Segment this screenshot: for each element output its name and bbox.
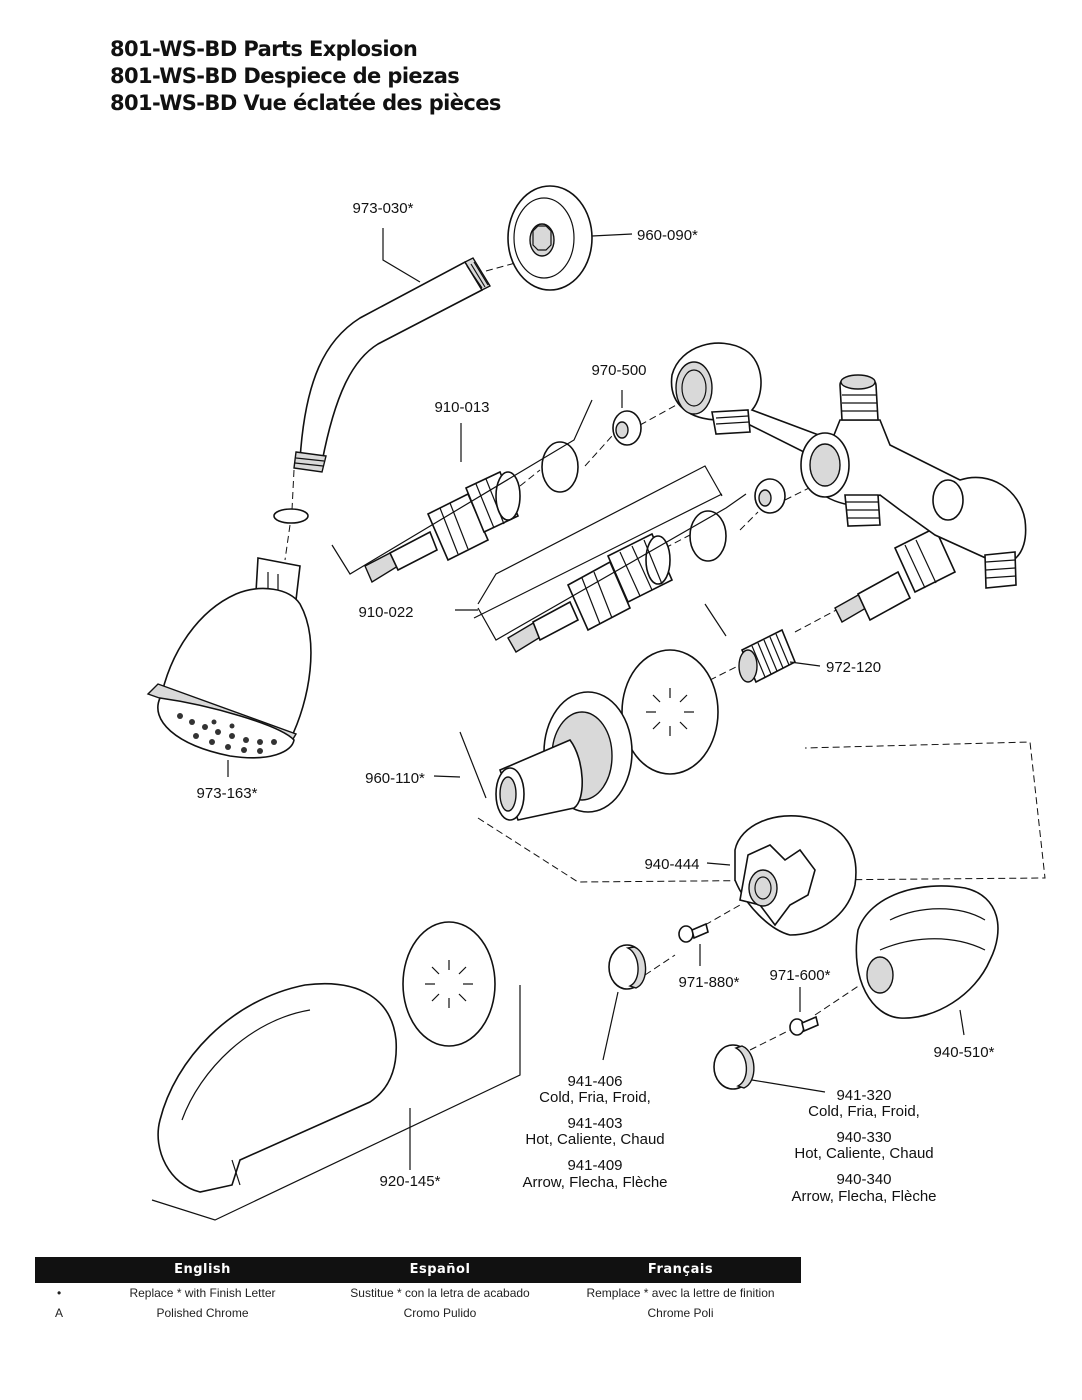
legend-header: English Español Français [35,1257,801,1283]
title-english: 801-WS-BD Parts Explosion [110,37,418,61]
legend-cell-fr: Chrome Poli [647,1306,714,1320]
legend-cell-es: Sustitue * con la letra de acabado [350,1286,530,1300]
cap-right-num-2: 940-330 [836,1129,891,1146]
cap-941-406 [608,944,647,990]
legend-header-spanish: Español [409,1262,471,1277]
valve-body [670,342,1027,589]
title-french: 801-WS-BD Vue éclatée des pièces [110,91,501,115]
shower-arm-973-030 [293,257,491,473]
cap-941-320 [713,1044,755,1090]
cap-right-num-3: 940-340 [836,1171,891,1188]
label-973-030: 973-030* [353,200,414,217]
label-910-022: 910-022 [358,604,413,621]
cap-options-left: 941-406 Cold, Fria, Froid, 941-403 Hot, … [522,1073,667,1191]
cap-left-desc-3: Arrow, Flecha, Flèche [522,1174,667,1191]
label-973-163: 973-163* [197,785,258,802]
label-940-510: 940-510* [934,1044,995,1061]
finish-legend-table: English Español Français • Replace * wit… [35,1257,801,1323]
cap-options-right: 941-320 Cold, Fria, Froid, 940-330 Hot, … [791,1087,936,1205]
legend-cell-en: Replace * with Finish Letter [129,1286,276,1300]
legend-key: • [57,1286,62,1300]
label-920-145: 920-145* [380,1173,441,1190]
handle-940-510 [855,885,999,1019]
tub-spout-920-145 [151,921,521,1221]
cap-right-desc-1: Cold, Fria, Froid, [808,1103,920,1120]
legend-header-key [35,1257,85,1283]
cap-left-num-1: 941-406 [567,1073,622,1090]
cap-left-desc-1: Cold, Fria, Froid, [539,1089,651,1106]
stem-right [834,526,957,623]
parts-explosion-diagram: 973-030* 960-090* 970-500 910-013 910-02… [146,185,1046,1221]
legend-key: A [55,1306,64,1320]
page-titles: 801-WS-BD Parts Explosion 801-WS-BD Desp… [110,36,501,117]
label-960-110: 960-110* [365,770,425,787]
flange-960-090 [507,185,593,291]
label-972-120: 972-120 [826,659,881,676]
cap-right-desc-3: Arrow, Flecha, Flèche [791,1188,936,1205]
legend-cell-en: Polished Chrome [156,1306,249,1320]
legend-header-french: Français [647,1262,714,1277]
label-971-600: 971-600* [770,967,831,984]
cap-left-desc-2: Hot, Caliente, Chaud [525,1131,664,1148]
cap-left-num-2: 941-403 [567,1115,622,1132]
shower-head-973-163 [146,557,312,759]
label-940-444: 940-444 [644,856,699,873]
cap-right-desc-2: Hot, Caliente, Chaud [794,1145,933,1162]
part-labels: 973-030* 960-090* 970-500 910-013 910-02… [197,200,995,1190]
legend-cell-fr: Remplace * avec la lettre de finition [586,1286,775,1300]
cap-right-num-1: 941-320 [836,1087,891,1104]
screw-971-880 [678,922,709,943]
stem-910-013 [364,470,521,584]
legend-cell-es: Cromo Pulido [403,1306,477,1320]
washer-ring [273,508,309,524]
label-971-880: 971-880* [679,974,740,991]
nipple-972-120 [738,628,797,684]
o-ring-upper [541,441,579,493]
cap-left-num-3: 941-409 [567,1157,622,1174]
legend-row: A Polished Chrome Cromo Pulido Chrome Po… [35,1303,801,1323]
label-910-013: 910-013 [434,399,489,416]
label-960-090: 960-090* [637,227,698,244]
handle-940-444 [734,815,857,936]
screw-971-600 [789,1015,819,1036]
stem-910-022 [507,532,674,653]
legend-header-english: English [174,1262,231,1277]
leader-lines [227,228,965,1170]
legend-row: • Replace * with Finish Letter Sustitue … [35,1283,801,1303]
seat-970-500 [612,410,786,514]
label-970-500: 970-500 [591,362,646,379]
title-spanish: 801-WS-BD Despiece de piezas [110,64,460,88]
escutcheon-960-110 [495,649,719,821]
